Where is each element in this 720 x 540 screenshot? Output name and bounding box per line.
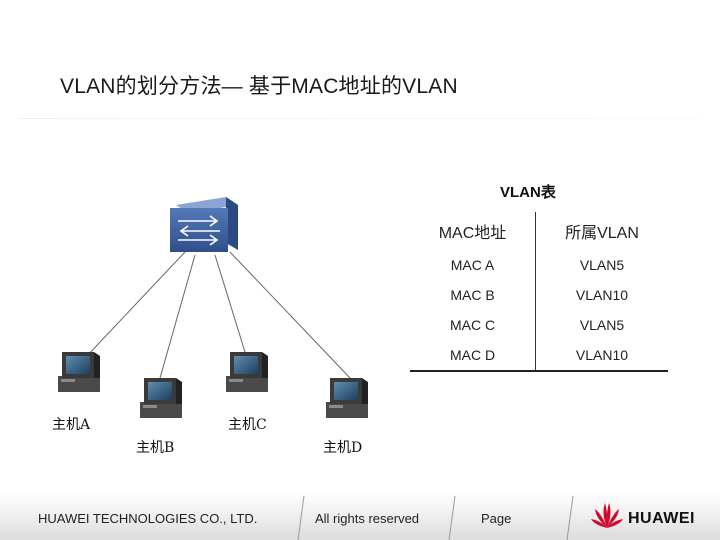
host-b-label: 主机B [136, 440, 175, 456]
vlan-cell: VLAN5 [579, 257, 625, 273]
mac-cell: MAC B [410, 280, 536, 310]
host-a-computer-icon [58, 352, 100, 392]
slide-title: VLAN的划分方法— 基于MAC地址的VLAN [60, 75, 458, 98]
vlan-cell: VLAN10 [575, 287, 629, 303]
vlan-header: 所属VLAN [565, 225, 639, 242]
table-row: MAC C VLAN5 [410, 310, 668, 340]
rights-text: All rights reserved [315, 511, 420, 526]
page-label: Page [481, 511, 512, 526]
host-c-computer-icon [226, 352, 268, 392]
link-host-b [159, 254, 196, 379]
host-a-label: 主机A [52, 417, 91, 433]
slide-footer: HUAWEI TECHNOLOGIES CO., LTD. All rights… [0, 492, 720, 540]
switch-icon [170, 197, 238, 252]
title-divider [20, 118, 700, 119]
vlan-table-caption: VLAN表 [500, 184, 556, 201]
network-links [84, 251, 351, 379]
mac-cell: MAC D [410, 340, 536, 371]
host-d-label: 主机D [323, 440, 363, 456]
link-host-a [84, 251, 186, 359]
link-host-d [229, 251, 351, 379]
table-row: MAC B VLAN10 [410, 280, 668, 310]
mac-cell: MAC A [410, 250, 536, 280]
table-header-row: MAC地址 所属VLAN [410, 212, 668, 250]
link-host-c [214, 254, 246, 353]
table-row: MAC A VLAN5 [410, 250, 668, 280]
vlan-cell: VLAN10 [575, 347, 629, 363]
footer-divider [566, 496, 574, 540]
footer-divider [297, 496, 305, 540]
vlan-table: MAC地址 所属VLAN MAC A VLAN5 MAC B VLAN10 MA… [410, 212, 668, 372]
table-row: MAC D VLAN10 [410, 340, 668, 371]
company-name: HUAWEI TECHNOLOGIES CO., LTD. [38, 511, 258, 526]
footer-divider [448, 496, 456, 540]
mac-address-header: MAC地址 [410, 212, 536, 250]
mac-cell: MAC C [410, 310, 536, 340]
huawei-brand-text: HUAWEI [628, 510, 695, 527]
host-c-label: 主机C [228, 417, 267, 433]
host-d-computer-icon [326, 378, 368, 418]
huawei-flower-logo-icon [591, 503, 623, 528]
vlan-cell: VLAN5 [579, 317, 625, 333]
host-b-computer-icon [140, 378, 182, 418]
